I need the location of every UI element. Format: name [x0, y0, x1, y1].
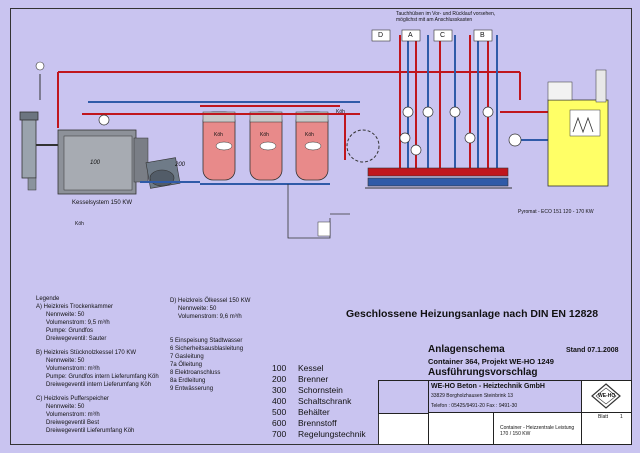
number-300: 300	[272, 385, 287, 395]
return-pipes	[88, 35, 548, 185]
company-logo	[591, 383, 621, 409]
tank-1-label: Köh	[214, 132, 223, 138]
boiler-number: 100	[90, 160, 101, 166]
legend-heading: Legende	[36, 296, 60, 302]
buffer-tanks	[202, 111, 329, 181]
label-schaltschrank: Schaltschrank	[298, 396, 352, 406]
legend-c-title: C) Heizkreis Pufferspeicher	[36, 396, 109, 402]
legend-b-line: Volumenstrom: m³/h	[46, 366, 100, 372]
number-200: 200	[272, 374, 287, 384]
company-phone: Telefon : 05425/9491-20 Fax : 9491-30	[431, 403, 518, 409]
drawing-frame	[10, 8, 632, 445]
number-600: 600	[272, 418, 287, 428]
tank-2-label: Köh	[260, 132, 269, 138]
legend-c-line: Nennweite: 50	[46, 404, 85, 410]
date-stamp: Stand 07.1.2008	[566, 347, 619, 354]
boiler-100	[36, 129, 149, 195]
label-behaelter: Behälter	[298, 407, 330, 417]
legend-a-line: Dreiwegeventil: Sauter	[46, 336, 107, 342]
legend-a-line: Volumenstrom: 9,5 m³/h	[46, 320, 110, 326]
safety-valve	[35, 61, 45, 100]
circuit-a-label: A	[408, 32, 413, 39]
legend-a-line: Nennweite: 50	[46, 312, 85, 318]
legend-item: 7 Gasleitung	[170, 354, 204, 360]
legend-item: 8a Erdleitung	[170, 378, 206, 384]
legend-c-line: Dreiwegeventil Best	[46, 420, 100, 426]
koh-label: Köh	[75, 221, 84, 227]
legend-c-line: Dreiwegeventil Lieferumfang Köh	[46, 428, 135, 434]
sheet-number: 1	[620, 414, 623, 420]
legend-a-line: Pumpe: Grundfos	[46, 328, 94, 334]
number-700: 700	[272, 429, 287, 439]
legend-d-title: D) Heizkreis Ölkessel 150 KW	[170, 298, 251, 304]
legend-b-line: Dreiwegeventil intern Lieferumfang Köh	[46, 382, 152, 388]
label-kessel: Kessel	[298, 363, 324, 373]
legend-d-line: Nennweite: 50	[178, 306, 217, 312]
legend-item: 7a Ölleitung	[170, 362, 203, 368]
legend-item: 6 Sicherheitsausblasleitung	[170, 346, 244, 352]
legend-d-line: Volumenstrom: 9,6 m³/h	[178, 314, 242, 320]
boiler-label: Kesselsystem 150 KW	[72, 200, 133, 206]
legend-a-title: A) Heizkreis Trockenkammer	[36, 304, 114, 310]
legend-b-line: Pumpe: Grundfos intern Lieferumfang Köh	[46, 374, 159, 380]
label-regelungstechnik: Regelungstechnik	[298, 429, 366, 439]
distributor	[365, 167, 512, 189]
pumps	[98, 106, 522, 156]
label-brenner: Brenner	[298, 374, 329, 384]
page-title: Geschlossene Heizungsanlage nach DIN EN …	[346, 308, 599, 320]
legend-b-line: Nennweite: 50	[46, 358, 85, 364]
project-line: Container 364, Projekt WE-HO 1249	[428, 357, 554, 366]
legend-item: 9 Entwässerung	[170, 386, 214, 392]
legend-c-line: Volumenstrom: m³/h	[46, 412, 100, 418]
number-500: 500	[272, 407, 287, 417]
flow-pipes	[57, 35, 548, 172]
circuit-c-label: C	[440, 32, 446, 39]
subtitle: Anlagenschema	[428, 344, 505, 355]
circuit-b-label: B	[480, 32, 485, 39]
label-schornstein: Schornstein	[298, 385, 343, 395]
expansion-vessel	[346, 129, 380, 163]
title-block-left	[378, 380, 430, 414]
revision-cell	[428, 412, 495, 445]
burner-number: 200	[175, 162, 186, 168]
variant-line: Ausführungsvorschlag	[428, 367, 538, 378]
number-100: 100	[272, 363, 287, 373]
water-supply	[287, 184, 350, 239]
sheet-label: Blatt	[598, 414, 609, 420]
legend-item: 8 Elektroanschluss	[170, 370, 221, 376]
pyromat-label: Pyromat - ECO 151 120 - 170 KW	[518, 209, 594, 215]
company-name: WE-HO Beton - Heiztechnik GmbH	[431, 383, 545, 390]
chimney	[19, 111, 39, 191]
company-address: 33829 Borgholzhausen Steinbrink 13	[431, 393, 514, 399]
legend-item: 5 Einspeisung Stadtwasser	[170, 338, 243, 344]
circuit-boxes	[371, 29, 493, 42]
number-400: 400	[272, 396, 287, 406]
circuit-d-label: D	[378, 32, 384, 39]
sensor-note: Tauchhülsen im Vor- und Rücklauf vorsehe…	[396, 11, 496, 23]
description-cell	[493, 412, 583, 445]
sheet-cell	[581, 412, 632, 445]
pyromat-boiler	[547, 69, 609, 187]
tank-3-label: Köh	[305, 132, 314, 138]
logo-text: WE-HO	[598, 393, 616, 399]
legend-b-title: B) Heizkreis Stücknolzkessel 170 KW	[36, 350, 137, 356]
drawing-description: Container - Heizzentrale Leistung 170 / …	[500, 425, 575, 437]
sensor-label: Köh	[336, 109, 345, 115]
label-brennstoff: Brennstoff	[298, 418, 337, 428]
